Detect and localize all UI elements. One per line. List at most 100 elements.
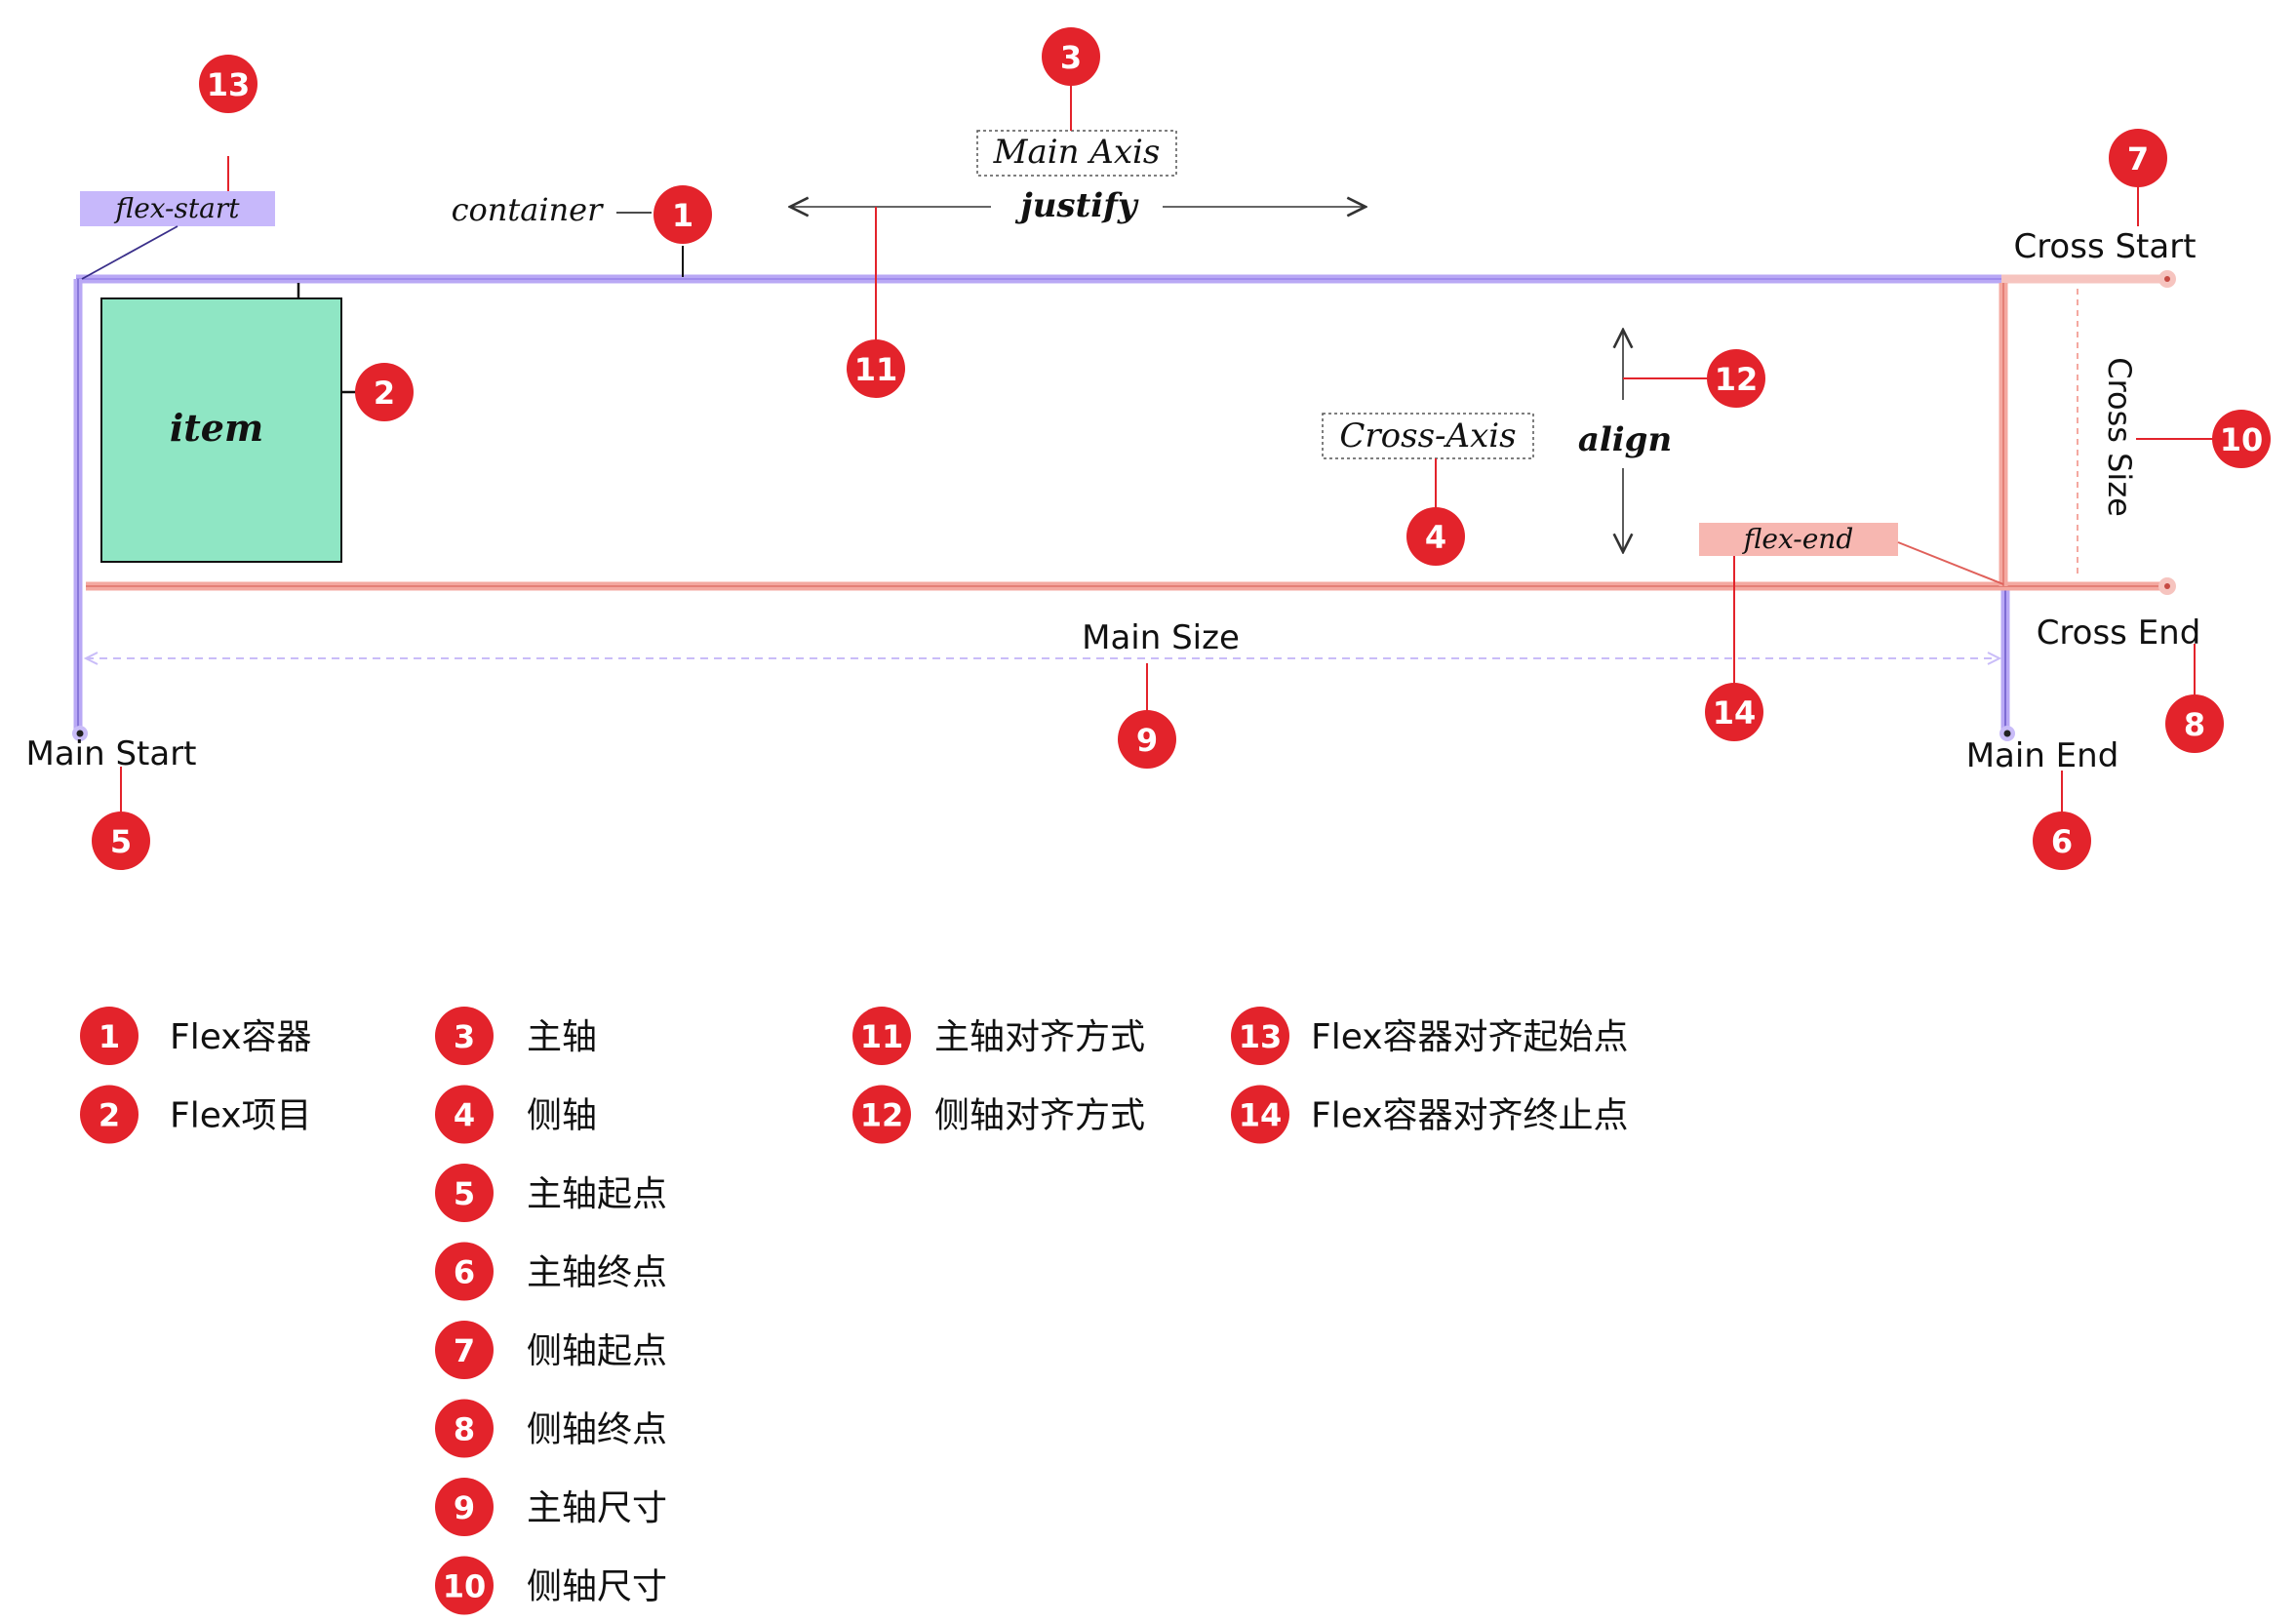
- legend-number: 14: [1239, 1097, 1283, 1134]
- svg-text:container: container: [452, 191, 605, 228]
- svg-text:14: 14: [1713, 694, 1757, 732]
- legend-item: 12 侧轴对齐方式: [852, 1085, 1145, 1144]
- justify-label: justify: [1014, 186, 1138, 225]
- cross-end-label: Cross End: [2037, 614, 2201, 653]
- legend-item: 14 Flex容器对齐终止点: [1231, 1085, 1629, 1144]
- svg-text:3: 3: [1060, 39, 1082, 76]
- cross-axis-lines: [86, 270, 2176, 595]
- svg-text:Main Axis: Main Axis: [993, 133, 1161, 172]
- legend-badge: [435, 1321, 494, 1379]
- badge-12: 12: [1707, 349, 1765, 408]
- svg-text:6: 6: [2051, 823, 2073, 860]
- legend-label: 侧轴终点: [527, 1410, 667, 1450]
- main-size-line: [83, 652, 2002, 665]
- legend-item: 11 主轴对齐方式: [852, 1007, 1145, 1065]
- legend-number: 4: [454, 1097, 475, 1134]
- legend-badge: [435, 1085, 494, 1144]
- legend-number: 2: [99, 1097, 120, 1134]
- badge-2: 2: [355, 363, 414, 421]
- main-axis-label-group: Main Axis justify: [790, 84, 1366, 343]
- legend-badge: [80, 1085, 139, 1144]
- legend-number: 1: [99, 1018, 120, 1055]
- legend-badge: [80, 1007, 139, 1065]
- badge-8: 8: [2165, 694, 2224, 753]
- legend-label: 主轴: [527, 1017, 597, 1057]
- legend-badge: [435, 1007, 494, 1065]
- legend-number: 6: [454, 1254, 475, 1291]
- legend-label: 主轴对齐方式: [934, 1017, 1145, 1057]
- main-size-label: Main Size: [1082, 618, 1240, 657]
- legend-badge: [1231, 1085, 1289, 1144]
- legend-badge: [435, 1164, 494, 1222]
- legend-label: 主轴尺寸: [527, 1488, 667, 1528]
- legend-number: 10: [443, 1568, 487, 1605]
- diagram-badges: 13 1 3 7 2 11 12 10 4 9 14 8 5 6: [92, 27, 2271, 870]
- align-label: align: [1578, 420, 1672, 459]
- svg-text:7: 7: [2127, 140, 2149, 178]
- legend-number: 13: [1239, 1018, 1283, 1055]
- legend-item: 8 侧轴终点: [435, 1399, 667, 1458]
- badge-5: 5: [92, 812, 150, 870]
- legend-badge: [435, 1556, 494, 1615]
- legend-item: 4 侧轴: [435, 1085, 597, 1144]
- legend-number: 12: [860, 1097, 904, 1134]
- main-axis-lines: [72, 274, 2015, 741]
- legend-label: Flex容器对齐起始点: [1311, 1017, 1629, 1057]
- badge-14: 14: [1705, 683, 1763, 741]
- flex-item: item: [100, 283, 359, 563]
- legend-item: 9 主轴尺寸: [435, 1478, 667, 1536]
- cross-axis-label-group: Cross-Axis align: [1322, 330, 1709, 552]
- svg-text:12: 12: [1715, 361, 1759, 398]
- legend-badge: [435, 1478, 494, 1536]
- main-start-label: Main Start: [25, 734, 196, 773]
- badge-3: 3: [1042, 27, 1100, 86]
- svg-text:10: 10: [2220, 421, 2264, 458]
- legend-label: Flex容器对齐终止点: [1311, 1096, 1629, 1136]
- svg-text:flex-start: flex-start: [114, 192, 241, 224]
- badge-1: 1: [653, 185, 712, 244]
- legend-item: 2 Flex项目: [80, 1085, 312, 1144]
- badge-9: 9: [1118, 710, 1176, 769]
- item-label: item: [170, 406, 263, 450]
- legend-number: 9: [454, 1489, 475, 1526]
- badge-11: 11: [847, 339, 905, 398]
- cross-size-label: Cross Size: [2101, 357, 2138, 517]
- badge-13: 13: [199, 55, 257, 113]
- legend-label: Flex容器: [170, 1017, 312, 1057]
- svg-text:flex-end: flex-end: [1742, 523, 1854, 555]
- svg-text:Cross-Axis: Cross-Axis: [1339, 416, 1516, 455]
- legend-badge: [1231, 1007, 1289, 1065]
- container-label: container: [452, 191, 684, 277]
- legend-label: Flex项目: [170, 1096, 312, 1136]
- legend-number: 5: [454, 1175, 475, 1212]
- svg-text:4: 4: [1425, 519, 1446, 556]
- legend-item: 1 Flex容器: [80, 1007, 312, 1065]
- legend-badge: [852, 1007, 911, 1065]
- legend-badge: [852, 1085, 911, 1144]
- svg-text:8: 8: [2184, 706, 2205, 743]
- badge-10: 10: [2212, 410, 2271, 468]
- legend-item: 13 Flex容器对齐起始点: [1231, 1007, 1629, 1065]
- main-end-label: Main End: [1966, 736, 2119, 775]
- flex-start-label: flex-start: [80, 156, 275, 280]
- flex-end-label: flex-end: [1699, 523, 2004, 687]
- legend-badge: [435, 1399, 494, 1458]
- legend-number: 8: [454, 1411, 475, 1448]
- legend-label: 侧轴起点: [527, 1331, 667, 1371]
- legend-label: 侧轴: [527, 1096, 597, 1136]
- legend-badge: [435, 1242, 494, 1301]
- badge-4: 4: [1406, 507, 1465, 566]
- svg-text:2: 2: [374, 375, 395, 412]
- badge-6: 6: [2033, 812, 2091, 870]
- svg-text:5: 5: [110, 823, 132, 860]
- legend-number: 11: [860, 1018, 904, 1055]
- legend-label: 侧轴对齐方式: [934, 1096, 1145, 1136]
- cross-start-label: Cross Start: [2013, 227, 2196, 266]
